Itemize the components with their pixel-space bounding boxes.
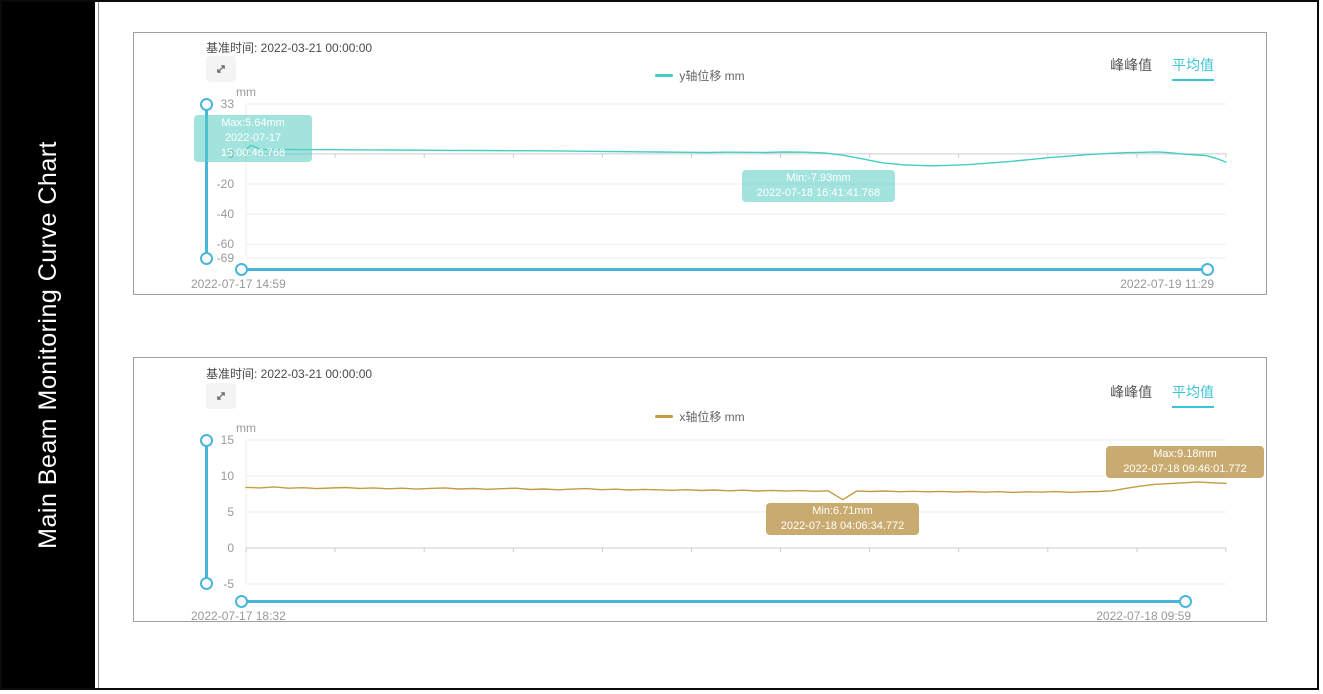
line-chart-canvas bbox=[245, 103, 1227, 259]
min-point-tooltip: Min:6.71mm 2022-07-18 04:06:34.772 bbox=[766, 503, 919, 535]
horizontal-slider-right-handle[interactable] bbox=[1179, 595, 1192, 608]
vertical-zoom-slider[interactable] bbox=[200, 98, 213, 265]
expand-button[interactable] bbox=[206, 383, 236, 409]
horizontal-zoom-slider[interactable] bbox=[235, 263, 1214, 276]
expand-icon bbox=[217, 65, 225, 73]
max-value-text: Max:5.64mm bbox=[221, 117, 285, 129]
vertical-slider-bottom-handle[interactable] bbox=[200, 252, 213, 265]
legend-line-swatch bbox=[655, 74, 674, 78]
baseline-time-label: 基准时间: 2022-03-21 00:00:00 bbox=[206, 41, 373, 55]
horizontal-slider-left-handle[interactable] bbox=[235, 263, 248, 276]
max-time-text: 2022-07-18 09:46:01.772 bbox=[1123, 463, 1247, 475]
y-axis-unit-label: mm bbox=[236, 421, 256, 435]
vertical-slider-bottom-handle[interactable] bbox=[200, 577, 213, 590]
page-title: Main Beam Monitoring Curve Chart bbox=[34, 141, 62, 549]
chart-panel-x-displacement: 基准时间: 2022-03-21 00:00:00 峰峰值 平均值 x轴位移 m… bbox=[133, 357, 1267, 623]
horizontal-slider-right-handle[interactable] bbox=[1201, 263, 1214, 276]
x-axis-end-date: 2022-07-19 11:29 bbox=[1120, 277, 1214, 291]
min-value-text: Min:6.71mm bbox=[812, 505, 873, 517]
vertical-slider-track[interactable] bbox=[205, 104, 208, 259]
horizontal-slider-track[interactable] bbox=[241, 600, 1186, 603]
x-axis-start-date: 2022-07-17 14:59 bbox=[191, 277, 286, 291]
vertical-slider-track[interactable] bbox=[205, 440, 208, 584]
content-area: 基准时间: 2022-03-21 00:00:00 峰峰值 平均值 y轴位移 m… bbox=[98, 2, 1317, 688]
legend-label: x轴位移 mm bbox=[679, 410, 745, 424]
x-axis-start-date: 2022-07-17 18:32 bbox=[191, 609, 286, 623]
chart-panel-y-displacement: 基准时间: 2022-03-21 00:00:00 峰峰值 平均值 y轴位移 m… bbox=[133, 32, 1267, 295]
x-axis-end-date: 2022-07-18 09:59 bbox=[1096, 609, 1191, 623]
legend-item[interactable]: x轴位移 mm bbox=[134, 408, 1266, 425]
line-chart-canvas bbox=[245, 439, 1227, 585]
max-time-text: 2022-07-17 15:00:46.768 bbox=[220, 132, 286, 159]
max-point-tooltip: Max:9.18mm 2022-07-18 09:46:01.772 bbox=[1106, 446, 1264, 478]
view-mode-tabs: 峰峰值 平均值 bbox=[1094, 382, 1214, 408]
legend-label: y轴位移 mm bbox=[679, 69, 745, 83]
tab-average[interactable]: 平均值 bbox=[1172, 57, 1214, 81]
max-value-text: Max:9.18mm bbox=[1153, 448, 1217, 460]
view-mode-tabs: 峰峰值 平均值 bbox=[1094, 55, 1214, 81]
legend-line-swatch bbox=[655, 415, 674, 419]
sidebar: Main Beam Monitoring Curve Chart bbox=[2, 2, 95, 688]
vertical-slider-top-handle[interactable] bbox=[200, 98, 213, 111]
horizontal-zoom-slider[interactable] bbox=[235, 595, 1192, 608]
min-point-tooltip: Min:-7.93mm 2022-07-18 16:41:41.768 bbox=[742, 170, 895, 202]
expand-button[interactable] bbox=[206, 56, 236, 82]
min-time-text: 2022-07-18 16:41:41.768 bbox=[756, 187, 881, 199]
horizontal-slider-track[interactable] bbox=[241, 268, 1208, 271]
expand-icon bbox=[217, 392, 225, 400]
vertical-slider-top-handle[interactable] bbox=[200, 434, 213, 447]
tab-peak-to-peak[interactable]: 峰峰值 bbox=[1110, 384, 1153, 400]
min-time-text: 2022-07-18 04:06:34.772 bbox=[780, 520, 905, 532]
min-value-text: Min:-7.93mm bbox=[786, 172, 851, 184]
vertical-zoom-slider[interactable] bbox=[200, 434, 213, 590]
tab-average[interactable]: 平均值 bbox=[1172, 384, 1214, 408]
legend-item[interactable]: y轴位移 mm bbox=[134, 67, 1266, 84]
baseline-time-label: 基准时间: 2022-03-21 00:00:00 bbox=[206, 367, 373, 381]
horizontal-slider-left-handle[interactable] bbox=[235, 595, 248, 608]
tab-peak-to-peak[interactable]: 峰峰值 bbox=[1110, 57, 1153, 73]
max-point-tooltip: Max:5.64mm 2022-07-17 15:00:46.768 bbox=[194, 115, 312, 162]
y-axis-unit-label: mm bbox=[236, 85, 256, 99]
plot-area[interactable]: mm 330-20-40-60-69 bbox=[217, 85, 1227, 265]
